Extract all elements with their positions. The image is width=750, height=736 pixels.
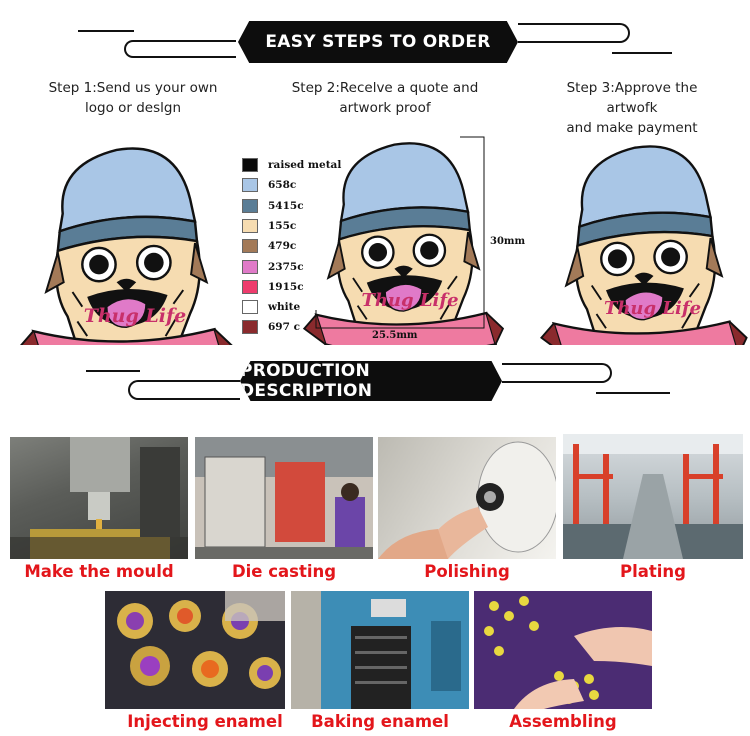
dimension-width: 25.5mm: [372, 330, 418, 341]
step-2-text: Step 2:Recelve a quote and artwork proof: [290, 78, 480, 118]
legend-item: 5415c: [242, 198, 304, 213]
legend-label: 2375c: [268, 260, 304, 273]
step-1-line2: logo or deslgn: [84, 100, 182, 116]
legend-item: raised metal: [242, 158, 341, 172]
banner-hook: [576, 363, 612, 383]
legend-swatch: [242, 178, 258, 193]
step-3-line1: Step 3:Approve the artwofk: [566, 80, 698, 116]
legend-item: 697 c: [242, 320, 300, 335]
legend-swatch: [242, 218, 258, 233]
pug-proof-drawing: [303, 142, 505, 345]
banner-hook: [128, 380, 168, 400]
banner-line: [502, 363, 602, 365]
step-1-line1: Step 1:Send us your own: [48, 80, 218, 96]
legend-label: 5415c: [268, 199, 304, 212]
caption-plating: Plating: [620, 562, 686, 581]
legend-label: white: [268, 301, 301, 314]
legend-label: 658c: [268, 179, 297, 192]
polishing-wheel-icon: [378, 437, 556, 559]
legend-item: white: [242, 300, 301, 315]
legend-swatch: [242, 279, 258, 294]
caption-injecting-enamel: Injecting enamel: [127, 712, 283, 731]
banner-line: [502, 381, 602, 383]
oven-icon: [291, 591, 469, 709]
legend-label: 697 c: [268, 321, 300, 334]
legend-label: raised metal: [268, 159, 342, 171]
dimension-lines: [315, 136, 485, 329]
legend-swatch: [242, 198, 258, 213]
banner-line: [596, 392, 670, 394]
banner-line: [612, 52, 672, 54]
legend-label: 479c: [268, 240, 297, 253]
banner-line: [86, 370, 140, 372]
legend-label: 155c: [268, 219, 297, 232]
legend-swatch: [242, 300, 258, 315]
step-2-line2: artwork proof: [339, 100, 431, 116]
legend-swatch: [242, 259, 258, 274]
step-1-text: Step 1:Send us your own logo or deslgn: [48, 78, 218, 118]
legend-item: 2375c: [242, 259, 304, 274]
cnc-machine-icon: [10, 437, 188, 559]
dimension-height: 30mm: [490, 236, 526, 247]
legend-item: 479c: [242, 239, 297, 254]
pin-text-proof: Thug Life: [361, 290, 459, 311]
step-3-text: Step 3:Approve the artwofk and make paym…: [542, 78, 722, 138]
banner-line: [78, 30, 134, 32]
banner-line: [150, 40, 236, 42]
pin-text-finished: Thug Life: [603, 298, 702, 319]
legend-swatch: [242, 320, 258, 335]
caption-baking-enamel: Baking enamel: [311, 712, 449, 731]
banner-line: [518, 23, 618, 25]
casting-machine-icon: [195, 437, 373, 559]
banner-line: [145, 398, 240, 400]
legend-item: 658c: [242, 178, 297, 193]
step-2-line1: Step 2:Recelve a quote and: [291, 80, 479, 96]
plating-line-icon: [563, 434, 743, 559]
order-banner-title: EASY STEPS TO ORDER: [238, 21, 518, 63]
pin-text-design: Thug Life: [83, 305, 187, 327]
legend-swatch: [242, 158, 258, 172]
production-banner-title: PRODUCTION DESCRIPTION: [240, 361, 502, 401]
legend-item: 1915c: [242, 279, 304, 294]
legend-label: 1915c: [268, 280, 304, 293]
banner-line: [140, 56, 236, 58]
caption-die-casting: Die casting: [231, 562, 337, 581]
legend-swatch: [242, 239, 258, 254]
step-3-line2: and make payment: [566, 120, 698, 136]
assembly-icon: [474, 591, 652, 709]
banner-line: [518, 41, 618, 43]
banner-line: [150, 380, 240, 382]
artwork-svg: [19, 136, 748, 345]
enamel-pins-icon: [105, 591, 285, 709]
caption-polishing: Polishing: [424, 562, 510, 581]
caption-assembling: Assembling: [509, 712, 617, 731]
caption-make-the-mould: Make the mould: [24, 562, 174, 581]
legend-item: 155c: [242, 218, 297, 233]
